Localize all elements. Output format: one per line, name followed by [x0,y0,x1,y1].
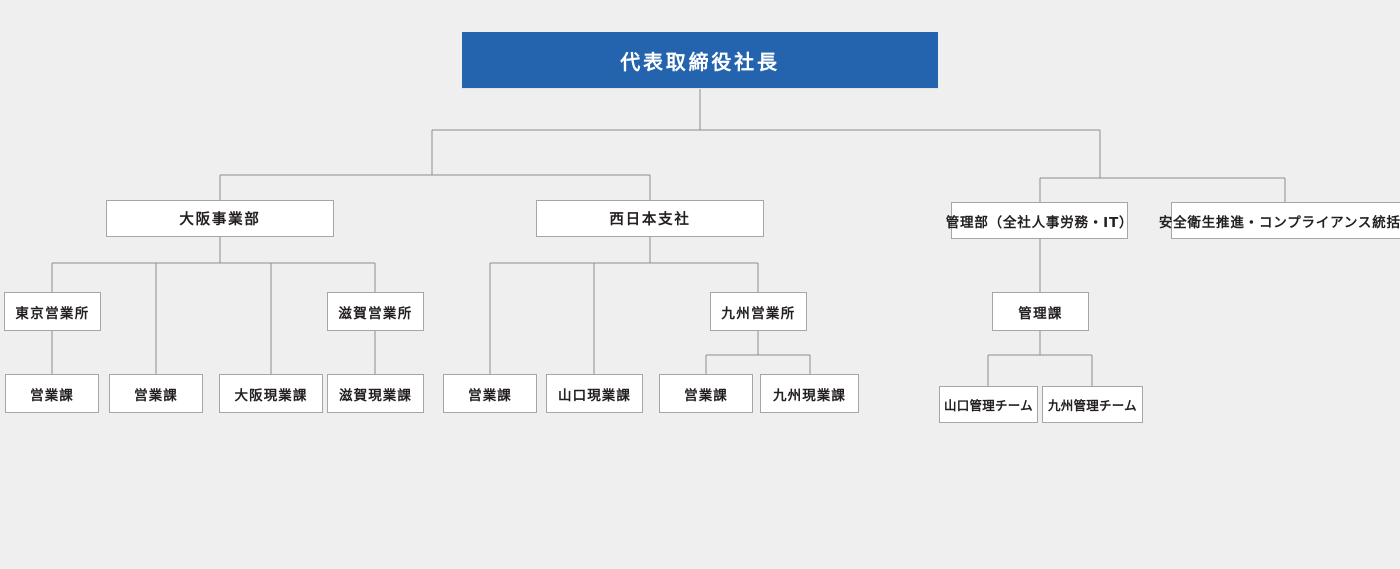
node-osaka-ops[interactable]: 大阪現業課 [219,374,323,413]
node-admin-dept[interactable]: 管理部（全社人事労務・IT） [946,202,1132,239]
node-admin-section-label: 管理課 [1018,305,1063,322]
node-safety-compliance-dept-label: 安全衛生推進・コンプライアンス統括部 [1158,214,1400,231]
node-kyushu-ops[interactable]: 九州現業課 [760,374,859,413]
node-yamaguchi-admin-team-label: 山口管理チーム [944,398,1033,413]
node-tokyo-office-label: 東京営業所 [15,305,90,322]
node-tokyo-office[interactable]: 東京営業所 [4,292,101,331]
node-shiga-office-label: 滋賀営業所 [338,305,413,322]
node-yamaguchi-ops-label: 山口現業課 [558,387,631,404]
node-kyushu-admin-team-label: 九州管理チーム [1048,398,1137,413]
node-admin-dept-label: 管理部（全社人事労務・IT） [945,214,1134,231]
node-shiga-ops[interactable]: 滋賀現業課 [327,374,424,413]
node-shiga-office[interactable]: 滋賀営業所 [327,292,424,331]
node-yamaguchi-ops[interactable]: 山口現業課 [546,374,643,413]
node-osaka-division-label: 大阪事業部 [179,212,261,228]
node-kyushu-office-label: 九州営業所 [721,305,796,322]
node-sales-west[interactable]: 営業課 [443,374,537,413]
node-west-japan-branch-label: 西日本支社 [609,212,691,228]
node-sales-osaka[interactable]: 営業課 [109,374,203,413]
node-kyushu-admin-team[interactable]: 九州管理チーム [1042,386,1143,423]
node-yamaguchi-admin-team[interactable]: 山口管理チーム [939,386,1038,423]
node-west-japan-branch[interactable]: 西日本支社 [536,200,764,237]
node-admin-section[interactable]: 管理課 [992,292,1089,331]
node-kyushu-ops-label: 九州現業課 [773,387,846,404]
node-sales-osaka-label: 営業課 [134,387,178,404]
node-root[interactable]: 代表取締役社長 [462,32,938,88]
node-osaka-division[interactable]: 大阪事業部 [106,200,334,237]
node-shiga-ops-label: 滋賀現業課 [339,387,412,404]
node-sales-west-label: 営業課 [468,387,512,404]
node-root-label: 代表取締役社長 [620,49,780,74]
node-osaka-ops-label: 大阪現業課 [234,387,308,404]
node-sales-kyushu-label: 営業課 [684,387,728,404]
node-safety-compliance-dept[interactable]: 安全衛生推進・コンプライアンス統括部 [1159,202,1400,239]
node-sales-kyushu[interactable]: 営業課 [659,374,753,413]
node-sales-tokyo[interactable]: 営業課 [5,374,99,413]
node-sales-tokyo-label: 営業課 [30,387,74,404]
node-kyushu-office[interactable]: 九州営業所 [710,292,807,331]
